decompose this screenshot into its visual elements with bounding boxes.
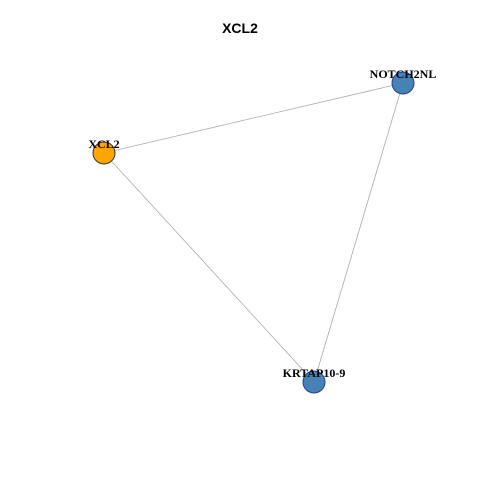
- labels-layer: XCL2 NOTCH2NL KRTAP10-9: [88, 67, 436, 380]
- node-NOTCH2NL[interactable]: [391, 71, 415, 95]
- node-label-XCL2: XCL2: [88, 137, 119, 151]
- node-KRTAP10-9[interactable]: [302, 370, 326, 394]
- edge-XCL2-KRTAP10-9: [103, 152, 315, 383]
- nodes-layer: [92, 71, 415, 394]
- node-XCL2[interactable]: [92, 141, 116, 165]
- edge-XCL2-NOTCH2NL: [103, 82, 404, 154]
- node-label-KRTAP10-9: KRTAP10-9: [283, 366, 346, 380]
- edge-NOTCH2NL-KRTAP10-9: [313, 82, 404, 383]
- node-label-NOTCH2NL: NOTCH2NL: [370, 67, 437, 81]
- graph-title: XCL2: [222, 20, 258, 36]
- edges-layer: [103, 82, 404, 383]
